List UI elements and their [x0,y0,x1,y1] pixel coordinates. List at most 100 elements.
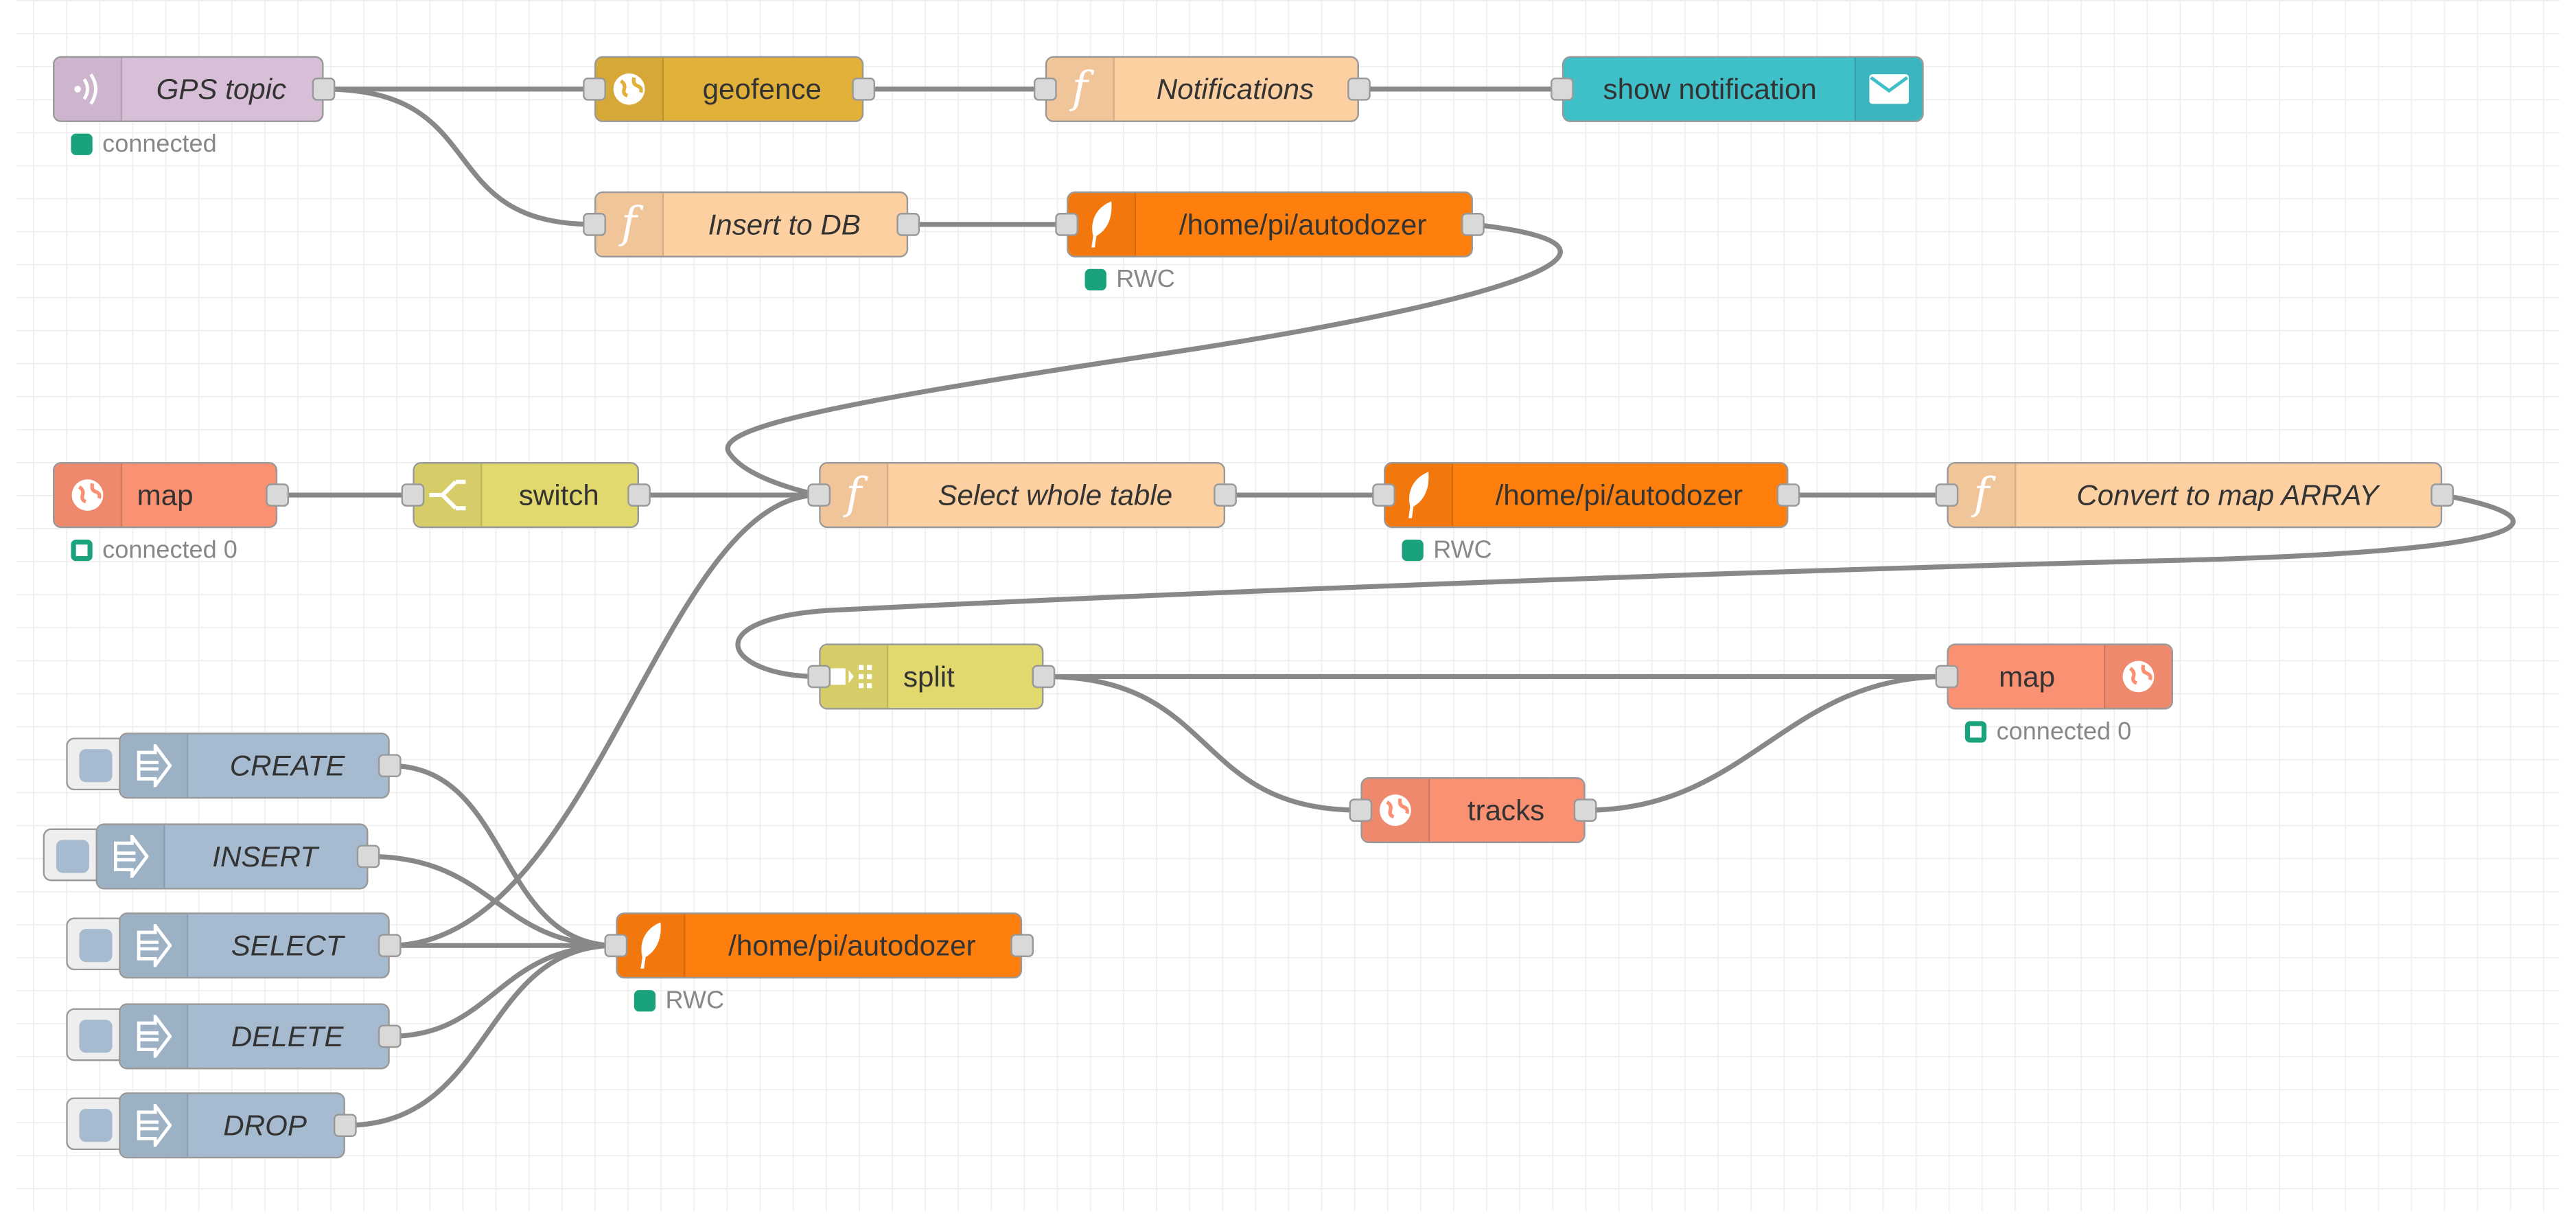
node-label: /home/pi/autodozer [728,928,976,962]
inject-trigger-button[interactable] [66,1008,123,1061]
output-port[interactable] [852,77,876,101]
node-status: RWC [634,987,724,1015]
inject-node[interactable]: INSERT [95,823,380,890]
inject-node[interactable]: DROP [119,1092,357,1159]
node-status: connected 0 [1964,718,2131,746]
arrow-icon [120,734,189,797]
output-port[interactable] [1010,934,1034,958]
input-port[interactable] [807,665,831,689]
output-port[interactable] [1776,483,1800,507]
input-port[interactable] [604,934,628,958]
mqtt-in-node[interactable]: GPS topic [52,56,336,122]
input-port[interactable] [1935,483,1959,507]
feather-icon [1068,193,1137,256]
input-port[interactable] [583,213,606,236]
switch-node[interactable]: switch [401,461,651,529]
output-port[interactable] [1461,213,1485,236]
output-port[interactable] [312,77,336,101]
arrow-icon [120,914,189,977]
envelope-icon [1854,58,1923,121]
globe-icon [2103,645,2172,709]
inject-trigger-button[interactable] [43,828,100,882]
arrow-icon [120,1094,189,1157]
input-port[interactable] [1349,798,1373,822]
function-node[interactable]: f Notifications [1034,56,1371,122]
node-label: tracks [1467,792,1545,826]
output-port[interactable] [1214,483,1237,507]
worldmap-in-node[interactable]: map [52,461,290,529]
function-icon: f [820,463,889,527]
inject-trigger-button[interactable] [66,1097,123,1151]
status-ring-icon [1964,721,1987,743]
function-node[interactable]: f Select whole table [807,461,1237,529]
node-label: Notifications [1156,71,1314,105]
function-icon: f [1047,58,1115,121]
output-port[interactable] [1573,798,1597,822]
function-node[interactable]: f Insert to DB [583,191,920,257]
input-port[interactable] [807,483,831,507]
inject-node[interactable]: CREATE [119,733,402,799]
globe-icon [54,463,123,527]
input-port[interactable] [1055,213,1078,236]
node-status: RWC [1084,266,1175,294]
geofence-node[interactable]: geofence [583,56,876,122]
node-label: /home/pi/autodozer [1495,477,1743,511]
output-port[interactable] [356,844,380,868]
sqlite-node[interactable]: /home/pi/autodozer [1372,461,1800,529]
output-port[interactable] [627,483,651,507]
split-icon [820,645,889,709]
worldmap-node[interactable]: map [1935,643,2173,710]
output-port[interactable] [1347,77,1371,101]
output-port[interactable] [896,213,920,236]
sqlite-node[interactable]: /home/pi/autodozer [1055,191,1485,257]
feather-icon [1385,463,1454,527]
output-port[interactable] [1032,665,1056,689]
function-icon: f [596,193,664,256]
inject-trigger-button[interactable] [66,737,123,791]
input-port[interactable] [1372,483,1395,507]
input-port[interactable] [583,77,606,101]
inject-button-square [56,840,89,873]
worldmap-tracks-node[interactable]: tracks [1349,777,1597,844]
mqtt-icon [54,58,123,121]
status-dot-icon [1084,268,1106,291]
node-label: map [137,477,194,511]
node-label: DROP [223,1107,307,1142]
output-port[interactable] [378,1024,402,1048]
output-port[interactable] [2430,483,2454,507]
input-port[interactable] [1935,665,1959,689]
node-label: geofence [702,71,822,105]
sqlite-node[interactable]: /home/pi/autodozer [604,912,1034,979]
node-status: RWC [1402,536,1492,564]
input-port[interactable] [1551,77,1574,101]
node-label: INSERT [212,839,318,873]
split-node[interactable]: split [807,643,1056,710]
status-dot-icon [1402,539,1424,562]
status-dot-icon [634,990,656,1012]
feather-icon [617,914,686,977]
node-label: Select whole table [938,477,1173,511]
node-label: GPS topic [156,71,287,105]
output-port[interactable] [378,934,402,958]
node-label: Insert to DB [708,207,861,240]
arrow-icon [120,1004,189,1068]
output-port[interactable] [378,754,402,778]
inject-trigger-button[interactable] [66,917,123,971]
output-port[interactable] [266,483,290,507]
inject-button-square [79,929,113,963]
node-label: Convert to map ARRAY [2076,477,2379,511]
input-port[interactable] [1034,77,1057,101]
input-port[interactable] [401,483,425,507]
inject-node[interactable]: SELECT [119,912,402,979]
notification-node[interactable]: show notification [1551,56,1924,122]
inject-button-square [79,1020,113,1053]
globe-icon [1362,779,1430,842]
output-port[interactable] [333,1114,357,1138]
node-label: show notification [1603,71,1817,105]
function-node[interactable]: f Convert to map ARRAY [1935,461,2454,529]
inject-node[interactable]: DELETE [119,1003,402,1070]
node-label: CREATE [229,748,345,782]
node-label: split [903,659,955,693]
switch-icon [414,463,483,527]
